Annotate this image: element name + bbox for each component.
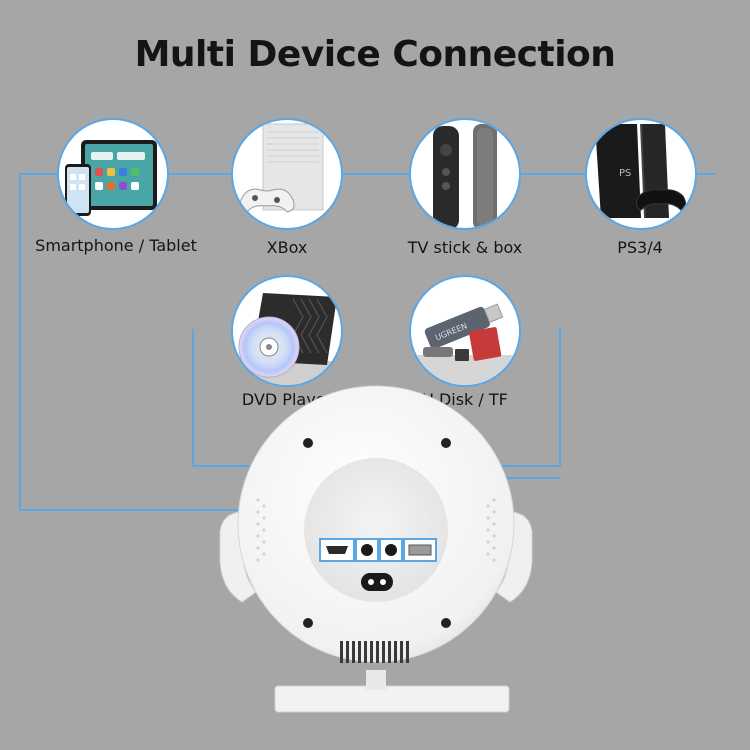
dvd-player-icon — [233, 293, 341, 385]
smartphone-tablet-label: Smartphone / Tablet — [35, 236, 197, 255]
page-title: Multi Device Connection — [134, 34, 616, 75]
smartphone-tablet-icon — [65, 140, 157, 216]
dvd-player-node — [231, 275, 343, 387]
ps4-console-icon: PS — [595, 123, 687, 219]
card-reader-node: UGREEN — [409, 275, 521, 387]
svg-text:PS: PS — [619, 168, 631, 179]
xbox-console-icon — [239, 123, 324, 213]
smartphone-tablet-node — [57, 118, 169, 230]
tv-stick-node — [409, 118, 521, 230]
tv-stick-remote-icon — [433, 124, 497, 228]
ps4-label: PS3/4 — [617, 238, 663, 257]
xbox-node — [231, 118, 343, 230]
xbox-label: XBox — [266, 238, 308, 257]
tv-stick-label: TV stick & box — [407, 238, 523, 257]
ps4-node: PS — [585, 118, 697, 230]
card-reader-icon: UGREEN — [411, 303, 519, 385]
